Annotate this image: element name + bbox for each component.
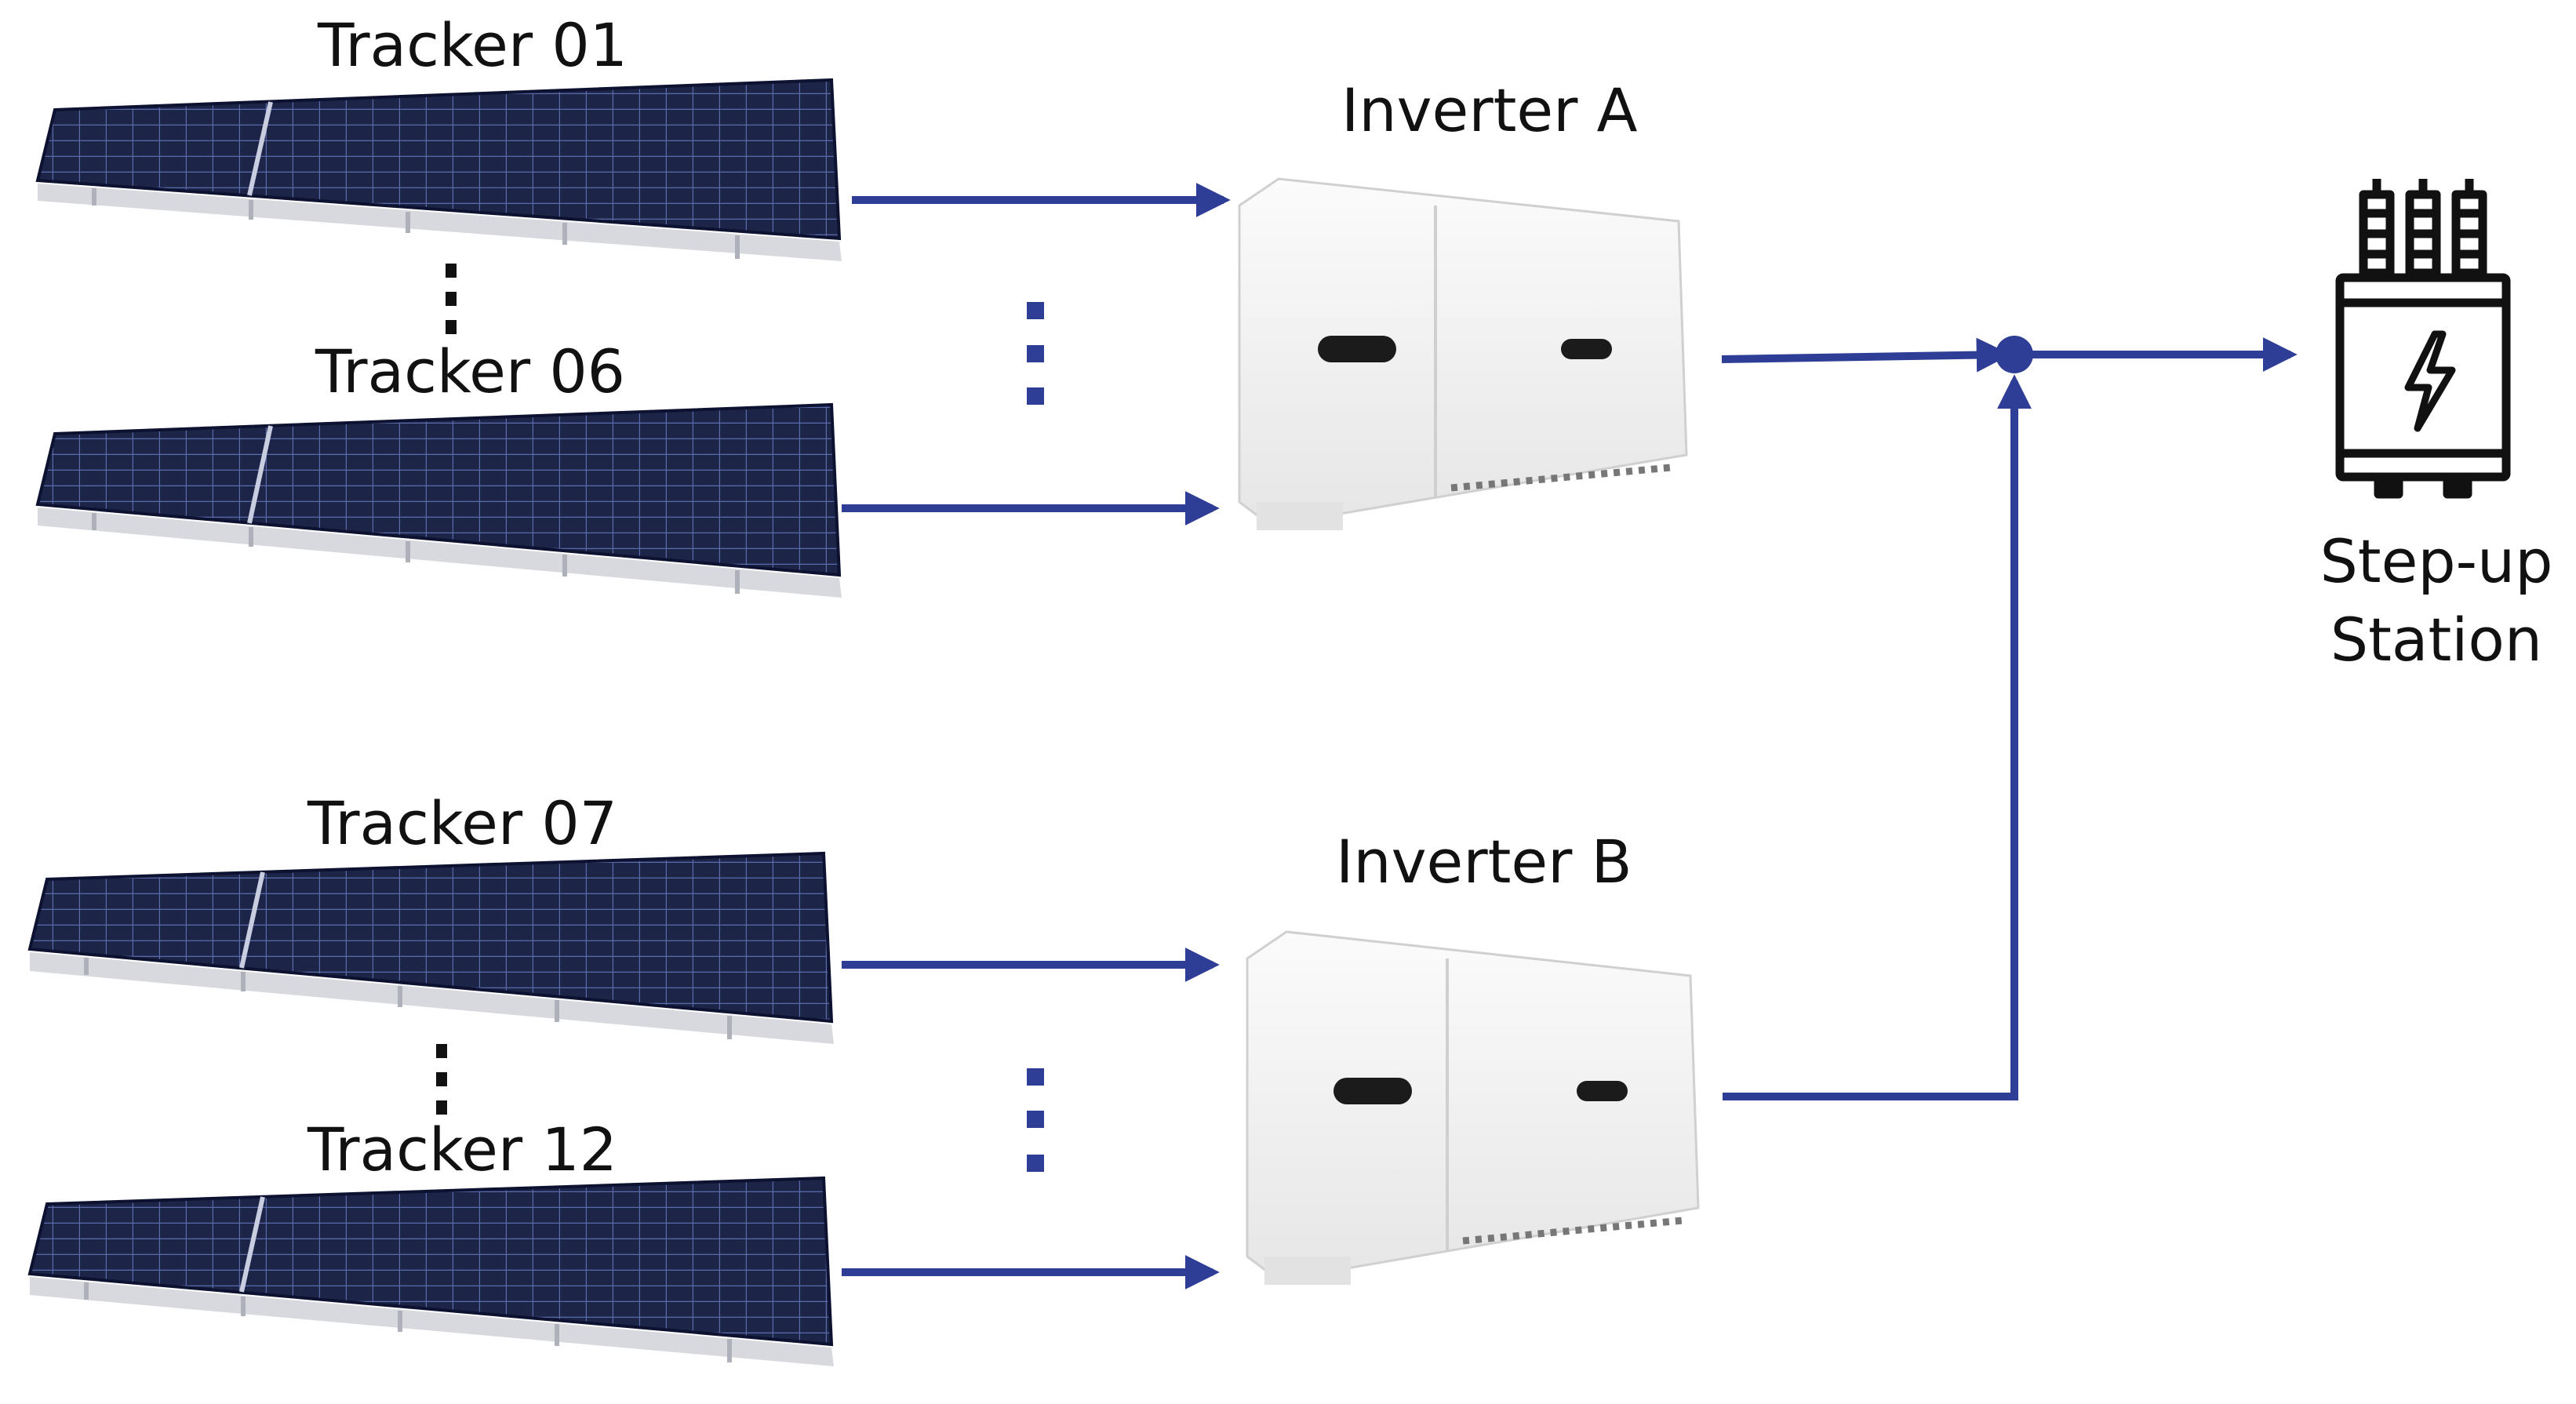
arrow-ellipsis-lower xyxy=(1027,1068,1044,1172)
step-up-station-label-line2: Station xyxy=(2330,605,2542,675)
tracker-ellipsis-lower xyxy=(436,1044,447,1115)
inverter-a xyxy=(1238,177,1688,530)
arrow-ellipsis-upper xyxy=(1027,302,1044,405)
solar-tracker-12 xyxy=(27,1176,834,1366)
junction-node xyxy=(1996,336,2033,373)
inverter-b-label: Inverter B xyxy=(1336,827,1632,897)
solar-tracker-01 xyxy=(35,78,842,261)
step-up-station-label-line1: Step-up xyxy=(2320,526,2553,596)
tracker-06-label: Tracker 06 xyxy=(315,336,625,406)
solar-tracker-07 xyxy=(27,851,834,1044)
inverter-a-label: Inverter A xyxy=(1341,75,1638,145)
tracker-01-label: Tracker 01 xyxy=(317,10,628,80)
tracker-07-label: Tracker 07 xyxy=(307,788,617,858)
solar-tracker-06 xyxy=(35,402,842,598)
inverter-b xyxy=(1246,930,1700,1285)
tracker-12-label: Tracker 12 xyxy=(307,1115,617,1184)
tracker-ellipsis-upper xyxy=(446,264,457,334)
inverter-b-output-line xyxy=(1723,374,2032,1100)
inverter-a-output-line xyxy=(1721,337,2011,373)
transformer-icon xyxy=(2335,179,2511,499)
